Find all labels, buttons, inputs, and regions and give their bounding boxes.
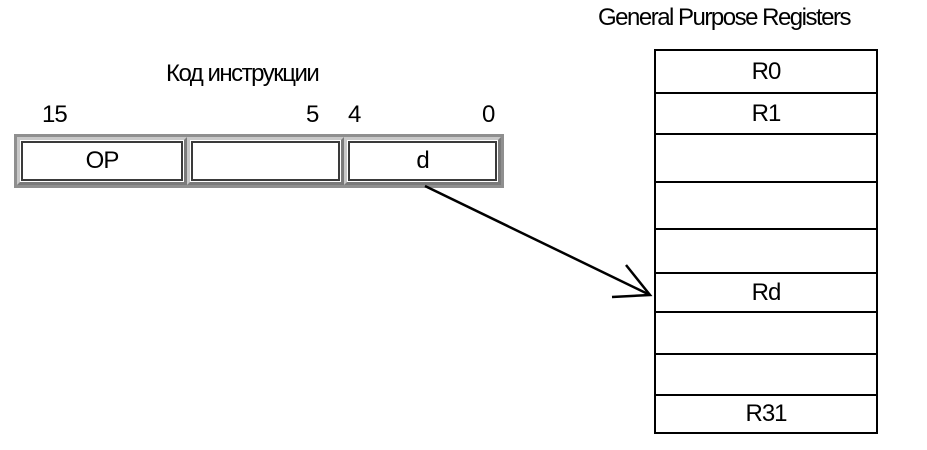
bit-number-5: 5: [306, 101, 319, 128]
registers-title: General Purpose Registers: [598, 4, 851, 31]
register-file: R0 R1 Rd R31: [654, 49, 878, 434]
register-row: R1: [656, 92, 876, 133]
field-d: d: [344, 137, 501, 185]
register-row: [656, 228, 876, 272]
field-middle: [187, 137, 344, 185]
instruction-code-title: Код инструкции: [166, 60, 320, 87]
register-row: [656, 353, 876, 394]
register-row: [656, 311, 876, 353]
arrow-line: [424, 184, 651, 297]
bit-number-0: 0: [482, 101, 495, 128]
arrow-head: [611, 264, 653, 299]
register-row: [656, 181, 876, 228]
register-row: R31: [656, 394, 876, 432]
field-op: OP: [17, 137, 187, 185]
register-row: [656, 133, 876, 181]
register-row: Rd: [656, 272, 876, 311]
bit-number-15: 15: [42, 101, 68, 128]
bit-number-4: 4: [348, 101, 361, 128]
register-row: R0: [751, 57, 782, 85]
